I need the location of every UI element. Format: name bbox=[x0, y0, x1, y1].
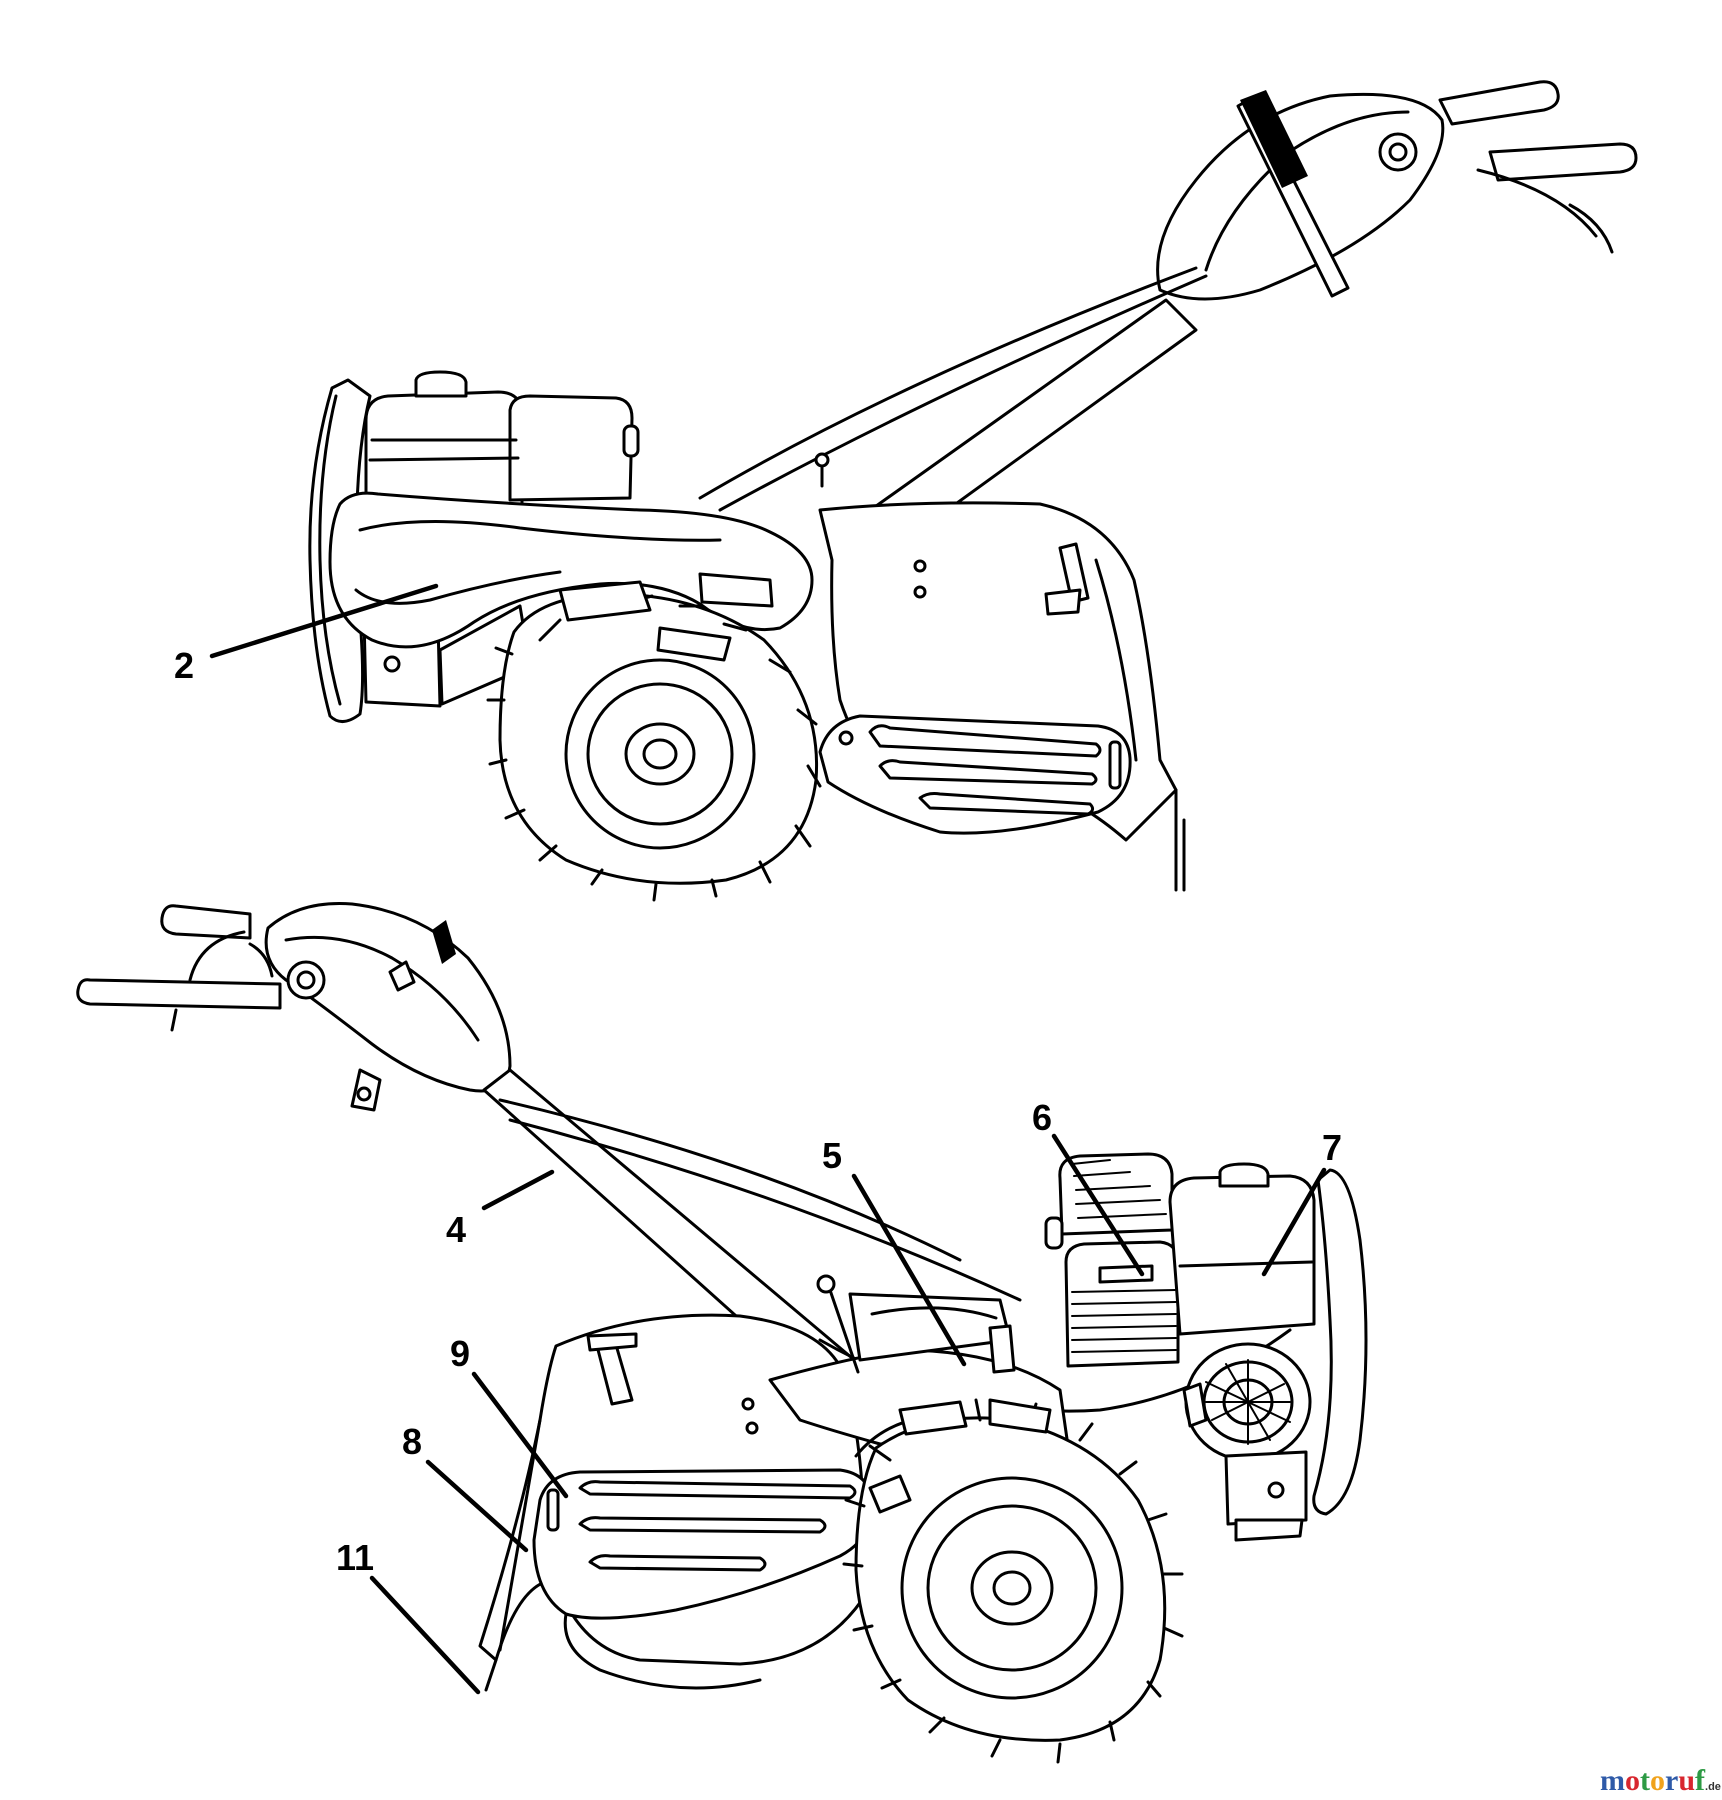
recoil-starter bbox=[1182, 1342, 1312, 1462]
leader-5 bbox=[851, 1173, 967, 1367]
motoruf-watermark: motoruf.de bbox=[1600, 1764, 1721, 1797]
callout-2: 2 bbox=[174, 645, 194, 686]
wm-letter: f bbox=[1695, 1764, 1706, 1797]
air-cleaner-6 bbox=[1058, 1152, 1174, 1236]
leader-6 bbox=[1051, 1133, 1145, 1277]
callout-7: 7 bbox=[1322, 1127, 1342, 1168]
handlebar-grips-bottom bbox=[76, 904, 282, 1032]
fuel-tank-7 bbox=[1168, 1174, 1316, 1336]
callout-6: 6 bbox=[1032, 1097, 1052, 1138]
rear-guard-bottom bbox=[1312, 1168, 1368, 1516]
callout-4: 4 bbox=[446, 1209, 466, 1250]
leader-8 bbox=[425, 1459, 529, 1553]
callout-11: 11 bbox=[336, 1537, 374, 1578]
engine-bottom bbox=[1044, 1152, 1316, 1368]
leader-7 bbox=[1261, 1167, 1327, 1277]
side-shield-top bbox=[818, 714, 1132, 835]
belt-cover-2 bbox=[328, 491, 814, 649]
callout-8: 8 bbox=[402, 1421, 422, 1462]
leader-4 bbox=[481, 1169, 555, 1211]
handlebar-grips-top bbox=[1438, 80, 1638, 254]
side-shield-8 bbox=[532, 1468, 874, 1690]
tiller-bottom-view bbox=[76, 902, 1368, 1764]
tiller-top-view bbox=[308, 80, 1638, 902]
leader-11 bbox=[369, 1575, 481, 1695]
wm-letter: t bbox=[1640, 1764, 1650, 1797]
wm-letter: o bbox=[1650, 1764, 1665, 1797]
wm-letter: o bbox=[1625, 1764, 1640, 1797]
wheel-top bbox=[486, 592, 822, 902]
callout-labels: 2 4 5 6 7 8 9 11 bbox=[174, 645, 1342, 1578]
callout-9: 9 bbox=[450, 1333, 470, 1374]
control-lever-top bbox=[1236, 90, 1350, 298]
wheel-bottom bbox=[842, 1398, 1184, 1764]
wm-suffix: .de bbox=[1705, 1781, 1721, 1793]
leader-2 bbox=[209, 583, 439, 659]
wm-letter: m bbox=[1600, 1764, 1625, 1797]
callout-leaders bbox=[209, 583, 1327, 1695]
callout-5: 5 bbox=[822, 1135, 842, 1176]
wm-letter: u bbox=[1678, 1764, 1695, 1797]
engine-top bbox=[364, 370, 640, 512]
wm-letter: r bbox=[1665, 1764, 1678, 1797]
leader-9 bbox=[471, 1371, 569, 1499]
control-lever-bottom bbox=[432, 920, 456, 964]
